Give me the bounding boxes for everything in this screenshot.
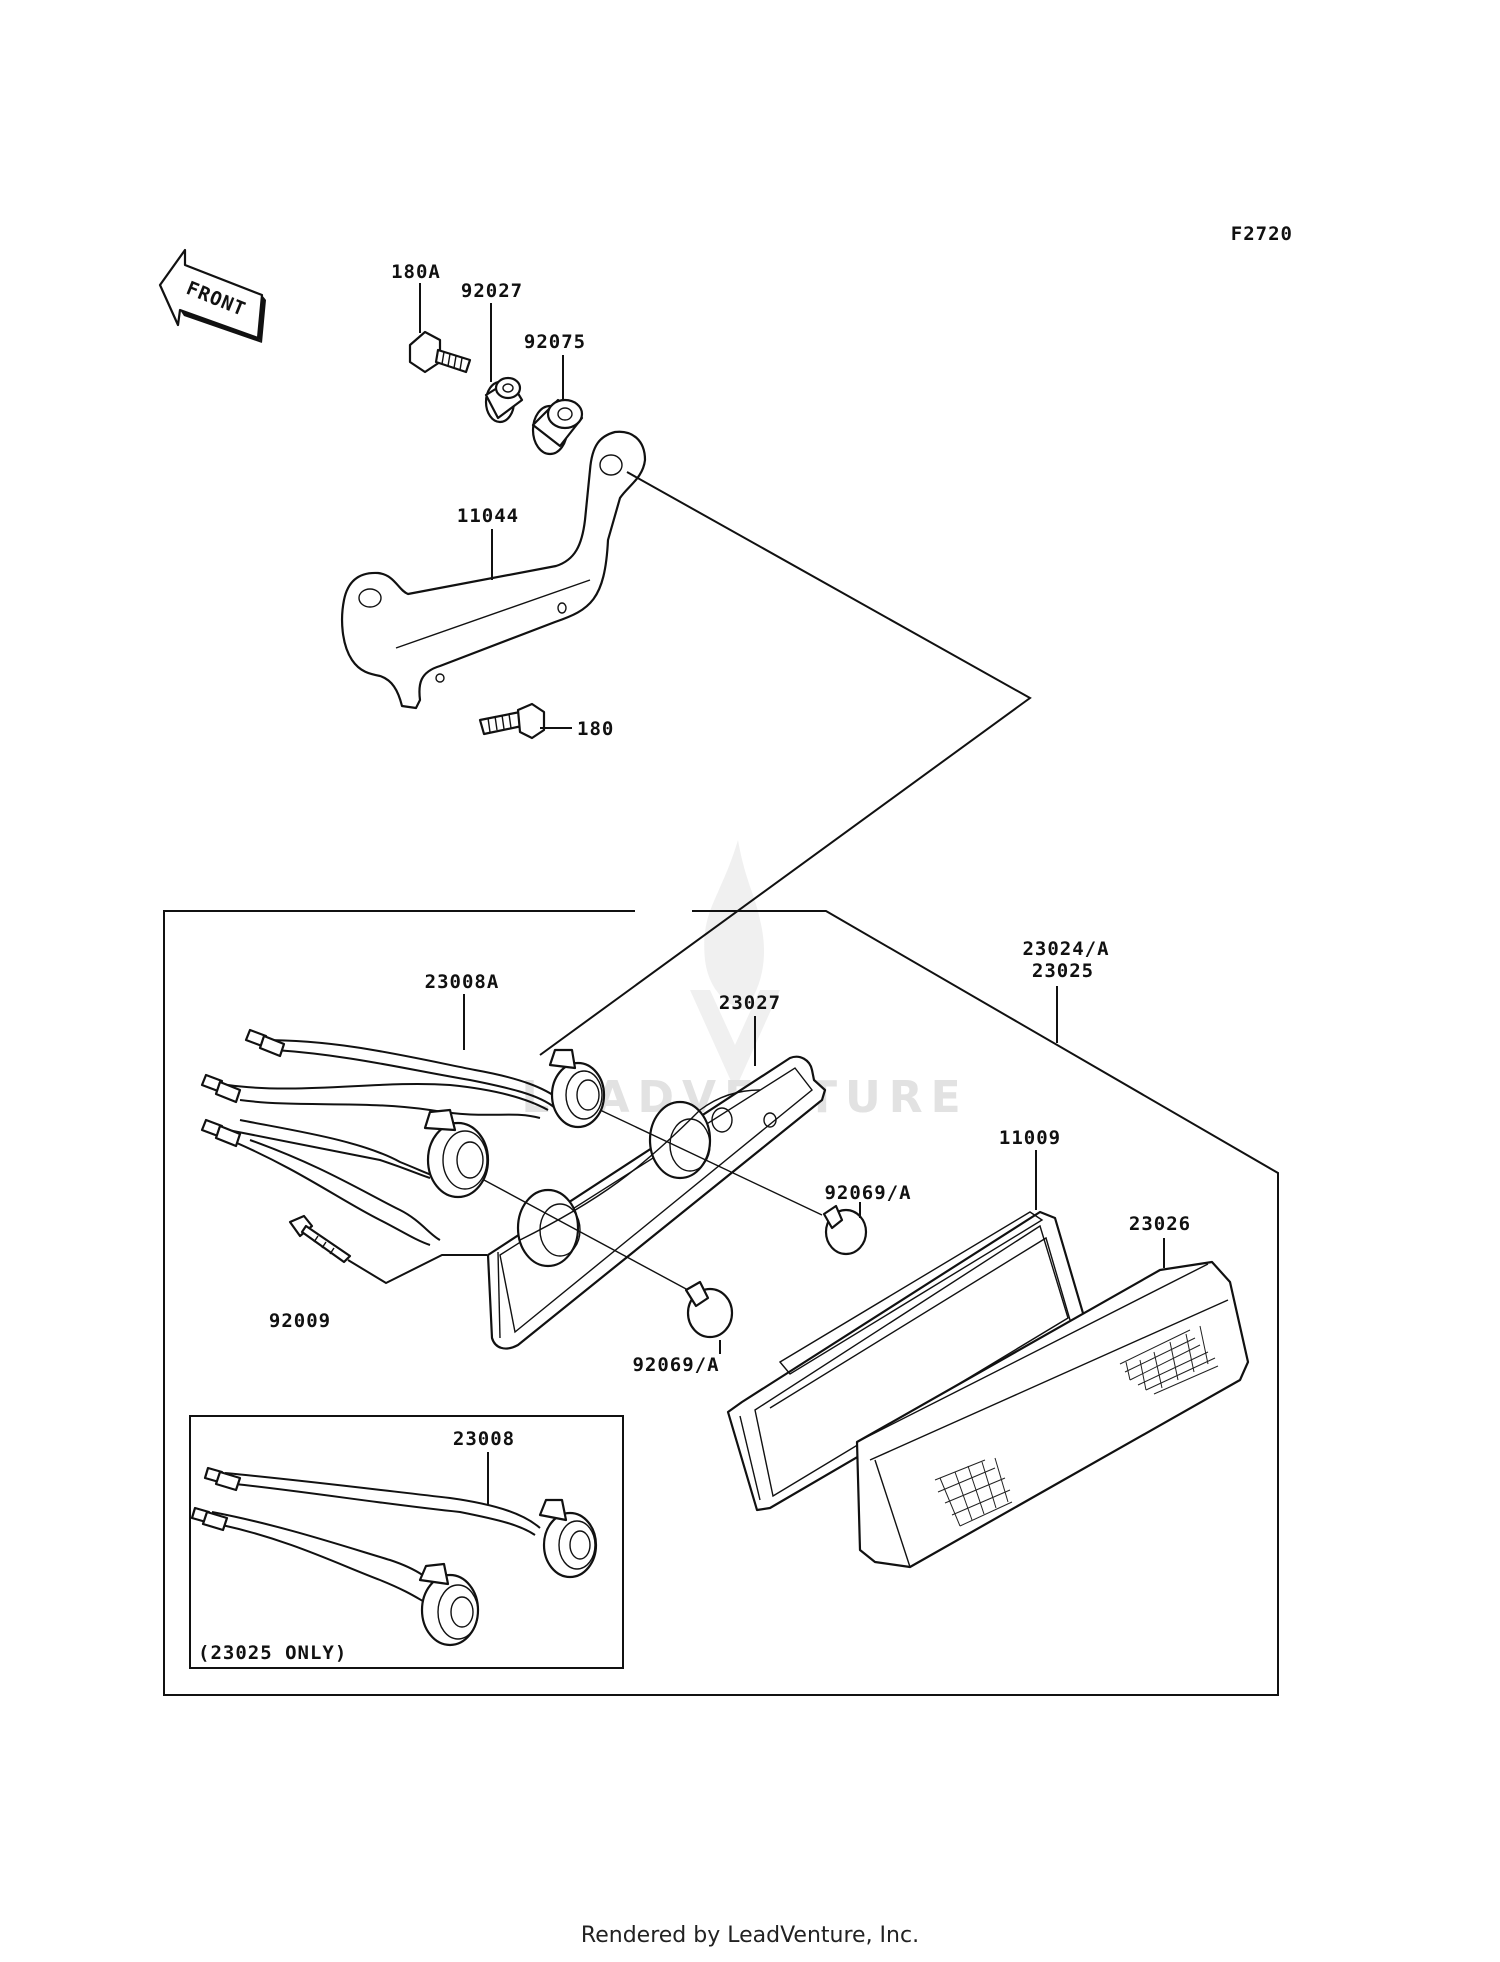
callout-180a: 180A bbox=[391, 261, 441, 283]
callout-92069a-upper: 92069/A bbox=[824, 1182, 911, 1204]
inset-box bbox=[189, 1415, 624, 1669]
callout-23024a: 23024/A bbox=[1022, 938, 1109, 960]
callout-180: 180 bbox=[577, 718, 614, 740]
front-arrow-icon: FRONT bbox=[158, 248, 266, 343]
callout-92027: 92027 bbox=[461, 280, 523, 302]
lamp-housing-23027 bbox=[486, 1055, 827, 1350]
footer-credit: Rendered by LeadVenture, Inc. bbox=[581, 1923, 919, 1948]
callout-92075: 92075 bbox=[524, 331, 586, 353]
bolt-180a bbox=[408, 330, 472, 374]
bulb-92069a-lower bbox=[684, 1280, 734, 1339]
bulb-92069a-upper bbox=[822, 1204, 868, 1256]
bracket-11044 bbox=[341, 430, 647, 710]
callout-23025: 23025 bbox=[1032, 960, 1094, 982]
callout-23026: 23026 bbox=[1129, 1213, 1191, 1235]
subset-note: (23025 ONLY) bbox=[198, 1642, 347, 1664]
collar-92027 bbox=[484, 376, 524, 424]
diagram-code: F2720 bbox=[1231, 223, 1293, 245]
lens-hatch-upper bbox=[1119, 1325, 1219, 1395]
socket-wires-23008a bbox=[200, 1028, 606, 1246]
callout-23027: 23027 bbox=[719, 992, 781, 1014]
callout-11044: 11044 bbox=[457, 505, 519, 527]
callout-11009: 11009 bbox=[999, 1127, 1061, 1149]
callout-23008a: 23008A bbox=[425, 971, 500, 993]
bolt-180 bbox=[478, 702, 546, 740]
lens-23026 bbox=[855, 1260, 1250, 1569]
screw-92009 bbox=[288, 1214, 352, 1264]
callout-23008: 23008 bbox=[453, 1428, 515, 1450]
grommet-92075 bbox=[531, 398, 584, 456]
callout-92069a-lower: 92069/A bbox=[632, 1354, 719, 1376]
callout-92009: 92009 bbox=[269, 1310, 331, 1332]
socket-wires-23008 bbox=[190, 1466, 598, 1647]
lens-hatch-lower bbox=[934, 1457, 1013, 1527]
